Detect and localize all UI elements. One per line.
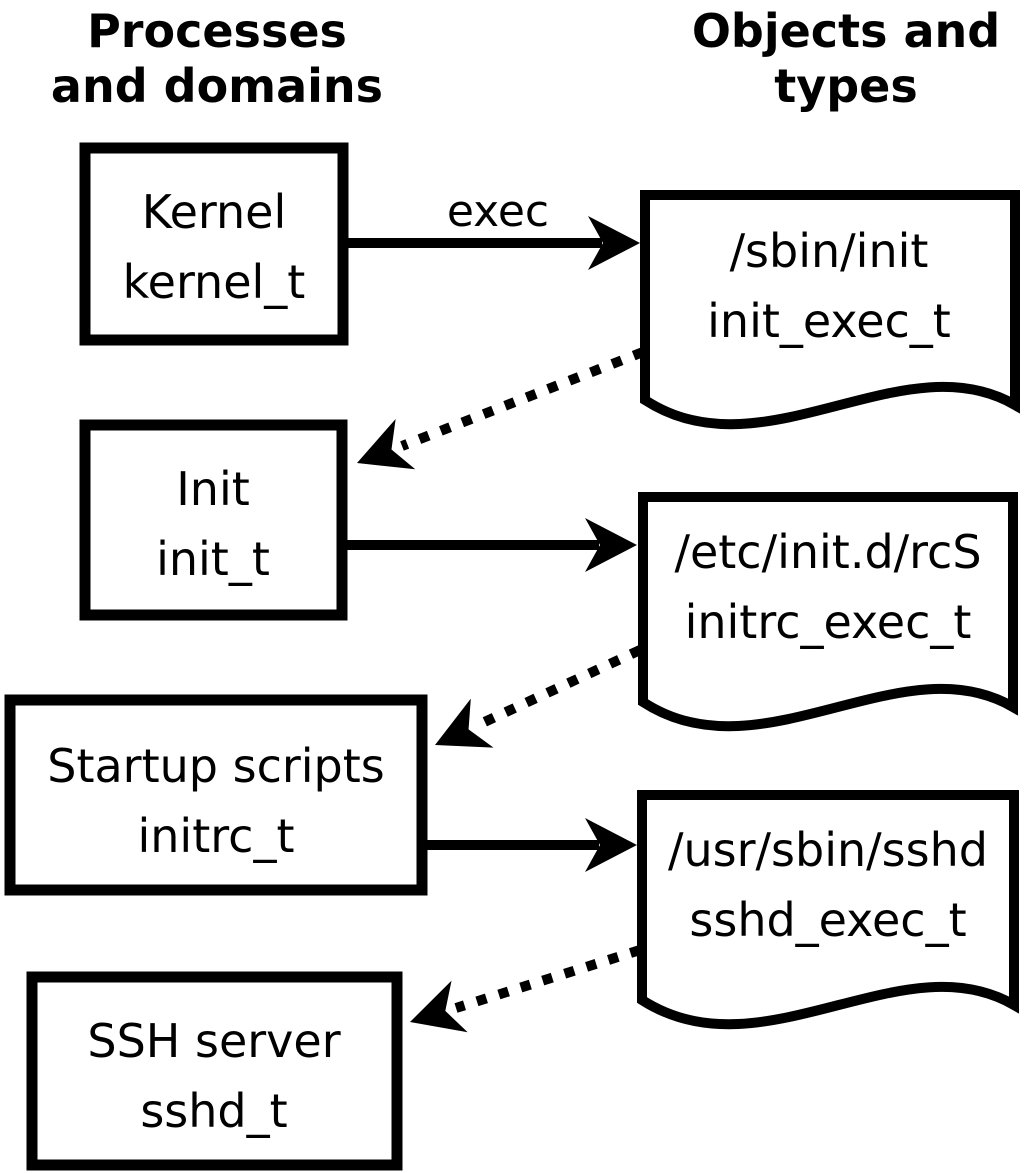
arrowhead-icon xyxy=(357,418,416,470)
process-label: Kernel xyxy=(142,185,287,239)
arrowhead-icon xyxy=(588,216,640,270)
process-box-startup-scripts: Startup scripts initrc_t xyxy=(4,694,428,896)
exec-arrow-initrc-to-sshd xyxy=(422,818,637,872)
process-domain: init_t xyxy=(156,532,270,586)
arrowhead-icon xyxy=(585,518,637,572)
object-path: /etc/init.d/rcS xyxy=(674,525,981,579)
process-box-kernel: Kernel kernel_t xyxy=(79,142,349,346)
document-shape xyxy=(638,492,1018,732)
object-doc-usr-sbin-sshd: /usr/sbin/sshd sshd_exec_t xyxy=(637,790,1019,1030)
process-box-init: Init init_t xyxy=(79,419,348,621)
header-objects-line1: Objects and xyxy=(692,4,1000,58)
process-domain: sshd_t xyxy=(140,1084,287,1138)
object-path: /sbin/init xyxy=(730,224,929,278)
transition-arrow-initrcexec-to-initrc xyxy=(435,645,643,748)
process-label: Init xyxy=(176,462,250,516)
process-domain: initrc_t xyxy=(138,809,295,863)
transition-arrow-initexec-to-init xyxy=(357,347,645,470)
process-box-rect xyxy=(79,419,348,621)
process-label: SSH server xyxy=(87,1014,340,1068)
transition-arrow-sshdexec-to-sshd xyxy=(410,945,642,1033)
object-type: init_exec_t xyxy=(707,294,951,348)
process-box-rect xyxy=(79,142,349,346)
exec-label: exec xyxy=(447,186,549,237)
header-processes-line2: and domains xyxy=(51,59,383,113)
column-header-processes: Processes and domains xyxy=(51,4,383,113)
exec-arrow-init-to-rcs xyxy=(342,518,637,572)
process-domain: kernel_t xyxy=(123,255,306,309)
header-objects-line2: types xyxy=(774,59,917,113)
document-shape xyxy=(640,190,1020,430)
document-shape xyxy=(637,790,1019,1030)
header-processes-line1: Processes xyxy=(87,4,347,58)
arrowhead-icon xyxy=(585,818,637,872)
arrowhead-icon xyxy=(435,698,494,748)
transition-arrow-line xyxy=(475,645,643,730)
transition-arrow-line xyxy=(400,347,645,451)
object-type: initrc_exec_t xyxy=(685,595,972,649)
object-doc-sbin-init: /sbin/init init_exec_t xyxy=(640,190,1020,430)
object-doc-etc-initd-rcs: /etc/init.d/rcS initrc_exec_t xyxy=(638,492,1018,732)
process-box-ssh-server: SSH server sshd_t xyxy=(26,971,403,1171)
process-box-rect xyxy=(4,694,428,896)
object-type: sshd_exec_t xyxy=(689,893,966,947)
process-label: Startup scripts xyxy=(47,739,385,793)
exec-arrow-kernel-to-init: exec xyxy=(348,186,640,270)
column-header-objects: Objects and types xyxy=(692,4,1000,113)
process-box-rect xyxy=(26,971,403,1171)
arrowhead-icon xyxy=(410,980,468,1033)
object-path: /usr/sbin/sshd xyxy=(668,823,988,877)
transition-arrow-line xyxy=(454,945,642,1013)
